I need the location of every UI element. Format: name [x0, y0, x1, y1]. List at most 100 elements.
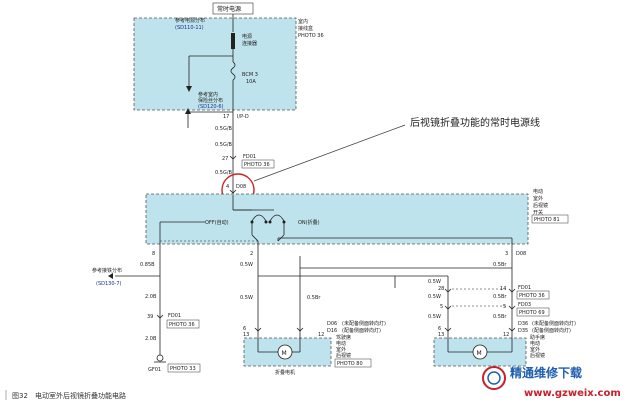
mid-d06: D06 [327, 321, 337, 327]
junction-box [133, 17, 297, 111]
mid-pin-12: 12 [318, 332, 324, 338]
switch-pin-3: 3 [505, 251, 508, 257]
left-fd01-photo: PHOTO 36 [169, 322, 195, 328]
right-d35-desc: (配备侧面转向灯) [532, 327, 571, 334]
mid-d16-desc: (配备侧面转向灯) [342, 327, 381, 334]
switch-label-2: 室外 [533, 195, 543, 202]
arrow-left-icon [108, 273, 113, 279]
mid-pin-6: 6 [243, 326, 246, 332]
driver-mirror-label-4: 后视镜 [336, 352, 351, 359]
right-d36: D36 [518, 321, 528, 327]
gf01-label: GF01 [148, 367, 161, 373]
constant-power-title: 常时电源 [217, 5, 241, 13]
figure-caption: 电动室外后视镜折叠功能电路 [35, 391, 126, 400]
mid-wire-05w-1: 0.5W [240, 262, 253, 268]
passenger-motor-icon [472, 344, 488, 360]
ref-power-distribution-code: (SD110-11) [175, 25, 204, 31]
right-pin-5: 5 [440, 304, 443, 310]
right-wire-05br-b: 0.5Br [493, 294, 507, 300]
watermark-logo [482, 366, 506, 390]
passenger-mirror-label-1: 助手席 [530, 334, 545, 341]
fuse-symbol [230, 61, 236, 81]
driver-mirror-label-2: 电动 [336, 340, 346, 347]
switch-off-label: OFF(自动) [205, 219, 229, 226]
switch-label-4: 开关 [533, 209, 543, 216]
mid-wire-05br-1: 0.5Br [307, 295, 321, 301]
right-wire-05w-a: 0.5W [428, 279, 441, 285]
pin-4: 4 [226, 184, 229, 190]
fd01-upper-photo: PHOTO 36 [244, 162, 270, 168]
left-wire-085b: 0.85B [140, 262, 155, 268]
right-fd03-photo: PHOTO 69 [519, 310, 545, 316]
driver-mirror-label-3: 室外 [336, 346, 346, 353]
mid-wire-05w-2: 0.5W [240, 295, 253, 301]
wire-0-5gb-2: 0.5G/B [215, 142, 233, 148]
right-pin-13: 13 [438, 332, 444, 338]
passenger-mirror-label-2: 电动 [530, 340, 540, 347]
passenger-mirror-label-4: 后视镜 [530, 352, 545, 359]
right-pin-14: 14 [500, 286, 506, 292]
driver-mirror-photo: PHOTO 80 [337, 361, 363, 367]
ref-fuse-distribution-2: 保险丝分布 [198, 97, 223, 104]
mid-pin-13: 13 [243, 332, 249, 338]
fd01-upper: FD01 [243, 154, 256, 160]
left-fd01: FD01 [168, 313, 181, 319]
ground-ref-code: (SD130-7) [96, 281, 122, 287]
right-pin-5b: 5 [503, 304, 506, 310]
right-pin-28: 28 [438, 286, 444, 292]
passenger-motor-symbol: M [477, 350, 482, 357]
annotation-text: 后视镜折叠功能的常时电源线 [410, 116, 540, 129]
right-wire-05br-top: 0.5Br [493, 262, 507, 268]
driver-motor-symbol: M [282, 350, 287, 357]
switch-label-1: 电动 [533, 188, 543, 195]
left-wire-20b-2: 2.0B [145, 336, 157, 342]
right-fd01-photo: PHOTO 36 [519, 293, 545, 299]
junction-box-photo: PHOTO 36 [298, 33, 324, 39]
driver-motor-caption: 折叠电机 [275, 369, 295, 376]
passenger-mirror-label-3: 室外 [530, 346, 540, 353]
switch-label-3: 后视镜 [533, 202, 548, 209]
right-fd03: FD03 [518, 302, 531, 308]
right-wire-05w-b: 0.5W [428, 294, 441, 300]
ipd-connector: I/P-D [237, 114, 249, 120]
ground-point-icon [156, 354, 164, 362]
right-wire-05w-c: 0.5W [428, 314, 441, 320]
switch-arc-right [269, 214, 285, 222]
left-pin-8: 8 [152, 251, 155, 257]
annotation-leader [253, 124, 406, 182]
right-pin-6: 6 [438, 326, 441, 332]
ground-ref: 参考接铁分布 [92, 267, 122, 274]
wire-0-5gb-1: 0.5G/B [215, 126, 233, 132]
fuse-label-2: 10A [246, 79, 256, 85]
pin-27: 27 [222, 156, 228, 162]
figure-number: 图32 [12, 392, 28, 400]
power-connector-label-1: 电源 [242, 33, 252, 40]
switch-photo: PHOTO 81 [534, 217, 560, 223]
left-pin-39: 39 [147, 314, 153, 320]
right-d36-desc: (未配备侧面转向灯) [532, 320, 576, 327]
watermark-cn: 精通维修下载 [510, 365, 582, 380]
junction-box-label-2: 接线盒 [298, 25, 313, 32]
power-connector [231, 33, 235, 49]
right-pin-12: 12 [503, 332, 509, 338]
mirror-switch-box [145, 193, 529, 245]
junction-box-label-1: 室内 [298, 18, 308, 25]
gf01-photo: PHOTO 33 [170, 366, 196, 372]
ref-power-distribution: 参考电源分布 [175, 17, 205, 24]
power-connector-label-2: 连接器 [242, 40, 257, 47]
switch-on-label: ON(折叠) [298, 219, 320, 226]
arrow-down-icon [186, 86, 192, 92]
connector-symbol [229, 155, 237, 160]
driver-motor-icon [277, 344, 293, 360]
right-fd01: FD01 [518, 285, 531, 291]
wire-0-5gb-3: 0.5G/B [215, 170, 233, 176]
right-d35: D35 [518, 328, 528, 334]
mid-d06-desc: (未配备侧面转向灯) [342, 320, 386, 327]
mid-d16: D16 [327, 328, 337, 334]
d08-upper: D08 [236, 184, 246, 190]
fuse-label-1: BCM 3 [242, 72, 258, 78]
watermark-url: www.gzweix.com [524, 388, 621, 399]
switch-d08: D08 [516, 251, 526, 257]
switch-pin-2: 2 [250, 251, 253, 257]
